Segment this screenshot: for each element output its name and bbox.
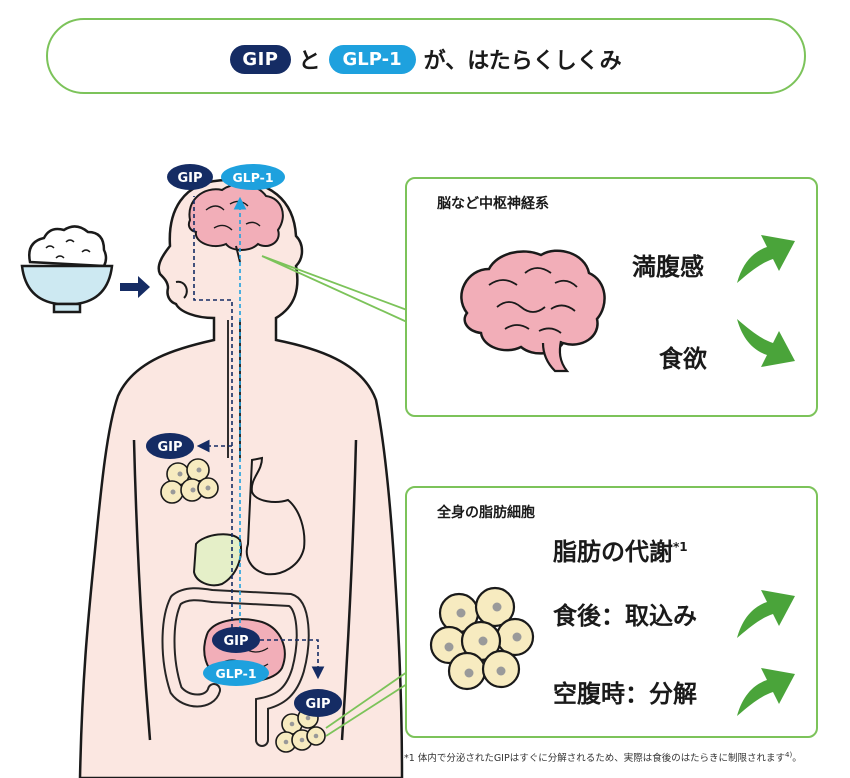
intake-arrow-icon	[120, 276, 150, 298]
footnote-period: 。	[792, 753, 802, 764]
title-row: GIP と GLP-1 が、はたらくしくみ	[48, 42, 804, 76]
title-frame: GIP と GLP-1 が、はたらくしくみ	[46, 18, 806, 94]
fat-cell-cluster-icon	[429, 586, 535, 691]
brain-effects-panel: 脳など中枢神経系 満腹感 食欲	[405, 177, 818, 417]
fat-metabolism-label: 脂肪の代謝	[553, 538, 673, 566]
liver-gip-label: GIP	[157, 440, 182, 455]
liver-fat-cells-icon	[160, 458, 219, 504]
effect-uptake-label: 食後：取込み	[553, 602, 697, 630]
gut-gip-badge: GIP	[212, 627, 260, 653]
gip-path-to-brain	[193, 196, 233, 628]
brain-icon	[460, 249, 606, 373]
title-connector: と	[298, 49, 321, 74]
fat-gip-label: GIP	[305, 697, 330, 712]
gut-glp1-label: GLP-1	[215, 666, 256, 681]
liver-shape	[192, 533, 242, 587]
fat-metabolism-heading: 脂肪の代謝*1	[553, 532, 688, 567]
fat-panel-heading: 全身の脂肪細胞	[437, 505, 535, 521]
effect-appetite-label: 食欲	[659, 345, 707, 373]
brain-callout-lines	[261, 255, 408, 323]
lipolysis-up-arrow-icon	[737, 668, 795, 716]
gut-gip-label: GIP	[223, 634, 248, 649]
appetite-down-arrow-icon	[737, 319, 795, 367]
rice-bowl-icon	[20, 225, 114, 314]
right-arm-line	[340, 439, 358, 741]
left-arm-line	[132, 439, 152, 741]
page-title: が、はたらくしくみ	[423, 49, 622, 74]
effect-satiety-label: 満腹感	[632, 253, 704, 281]
fat-callout-lines	[325, 671, 408, 737]
brain-glp1-badge: GLP-1	[221, 164, 285, 190]
fat-gip-badge: GIP	[294, 689, 342, 717]
footnote: *1 体内で分泌されたGIPはすぐに分解されるため、実際は食後のはたらきに制限さ…	[404, 750, 848, 764]
brain-gip-badge: GIP	[167, 164, 213, 190]
uptake-up-arrow-icon	[737, 590, 795, 638]
title-glp1-badge: GLP-1	[328, 44, 416, 74]
stomach-shape	[245, 456, 306, 576]
brain-glp1-label: GLP-1	[232, 170, 273, 185]
liver-gip-badge: GIP	[146, 433, 194, 459]
fat-metabolism-note: *1	[673, 540, 688, 554]
footnote-reference: 4)	[785, 750, 793, 759]
brain-panel-heading: 脳など中枢神経系	[437, 196, 549, 212]
brain-gip-label: GIP	[177, 171, 202, 186]
body-silhouette	[78, 178, 404, 778]
gut-glp1-badge: GLP-1	[203, 660, 269, 686]
effect-lipolysis-label: 空腹時：分解	[553, 680, 697, 708]
satiety-up-arrow-icon	[737, 235, 795, 283]
fat-effects-panel: 全身の脂肪細胞 脂肪の代謝*1 食後：取込み 空腹時：分解	[405, 486, 818, 738]
lower-fat-cells-icon	[275, 707, 326, 753]
gip-path-to-lower-fat	[260, 639, 325, 680]
title-gip-badge: GIP	[230, 44, 291, 74]
footnote-text: *1 体内で分泌されたGIPはすぐに分解されるため、実際は食後のはたらきに制限さ…	[404, 753, 786, 764]
mouth-line	[175, 280, 188, 299]
